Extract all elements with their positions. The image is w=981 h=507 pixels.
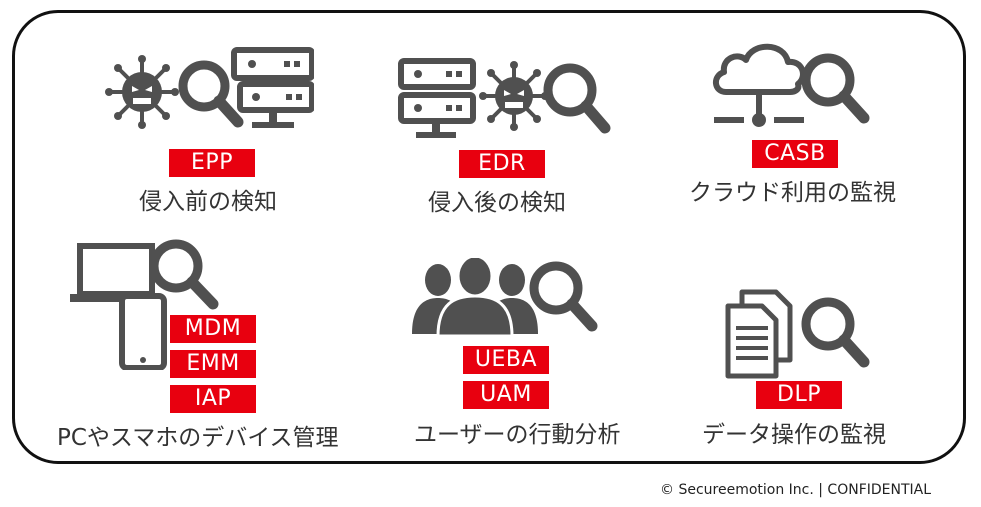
documents-magnifier-icon	[725, 289, 870, 379]
caption-casb: クラウド利用の監視	[689, 180, 896, 206]
tag-uam: UAM	[463, 381, 549, 409]
footer-copyright: © Secureemotion Inc. | CONFIDENTIAL	[660, 482, 932, 498]
caption-user: ユーザーの行動分析	[414, 422, 621, 448]
laptop-phone-magnifier-icon	[70, 239, 219, 370]
tag-epp: EPP	[169, 149, 255, 177]
caption-device: PCやスマホのデバイス管理	[57, 425, 339, 451]
tag-mdm: MDM	[170, 315, 256, 343]
tag-dlp: DLP	[756, 381, 842, 409]
tag-casb: CASB	[752, 140, 838, 168]
virus-magnifier-server-icon	[105, 47, 314, 129]
cloud-network-magnifier-icon	[713, 43, 870, 127]
caption-epp: 侵入前の検知	[139, 189, 277, 215]
tag-ueba: UEBA	[463, 346, 549, 374]
tag-emm: EMM	[170, 350, 256, 378]
caption-edr: 侵入後の検知	[428, 190, 566, 216]
users-magnifier-icon	[412, 258, 598, 338]
tag-edr: EDR	[459, 150, 545, 178]
server-virus-magnifier-icon	[398, 58, 611, 138]
diagram-frame	[12, 10, 966, 464]
tag-iap: IAP	[170, 385, 256, 413]
caption-dlp: データ操作の監視	[702, 422, 886, 448]
